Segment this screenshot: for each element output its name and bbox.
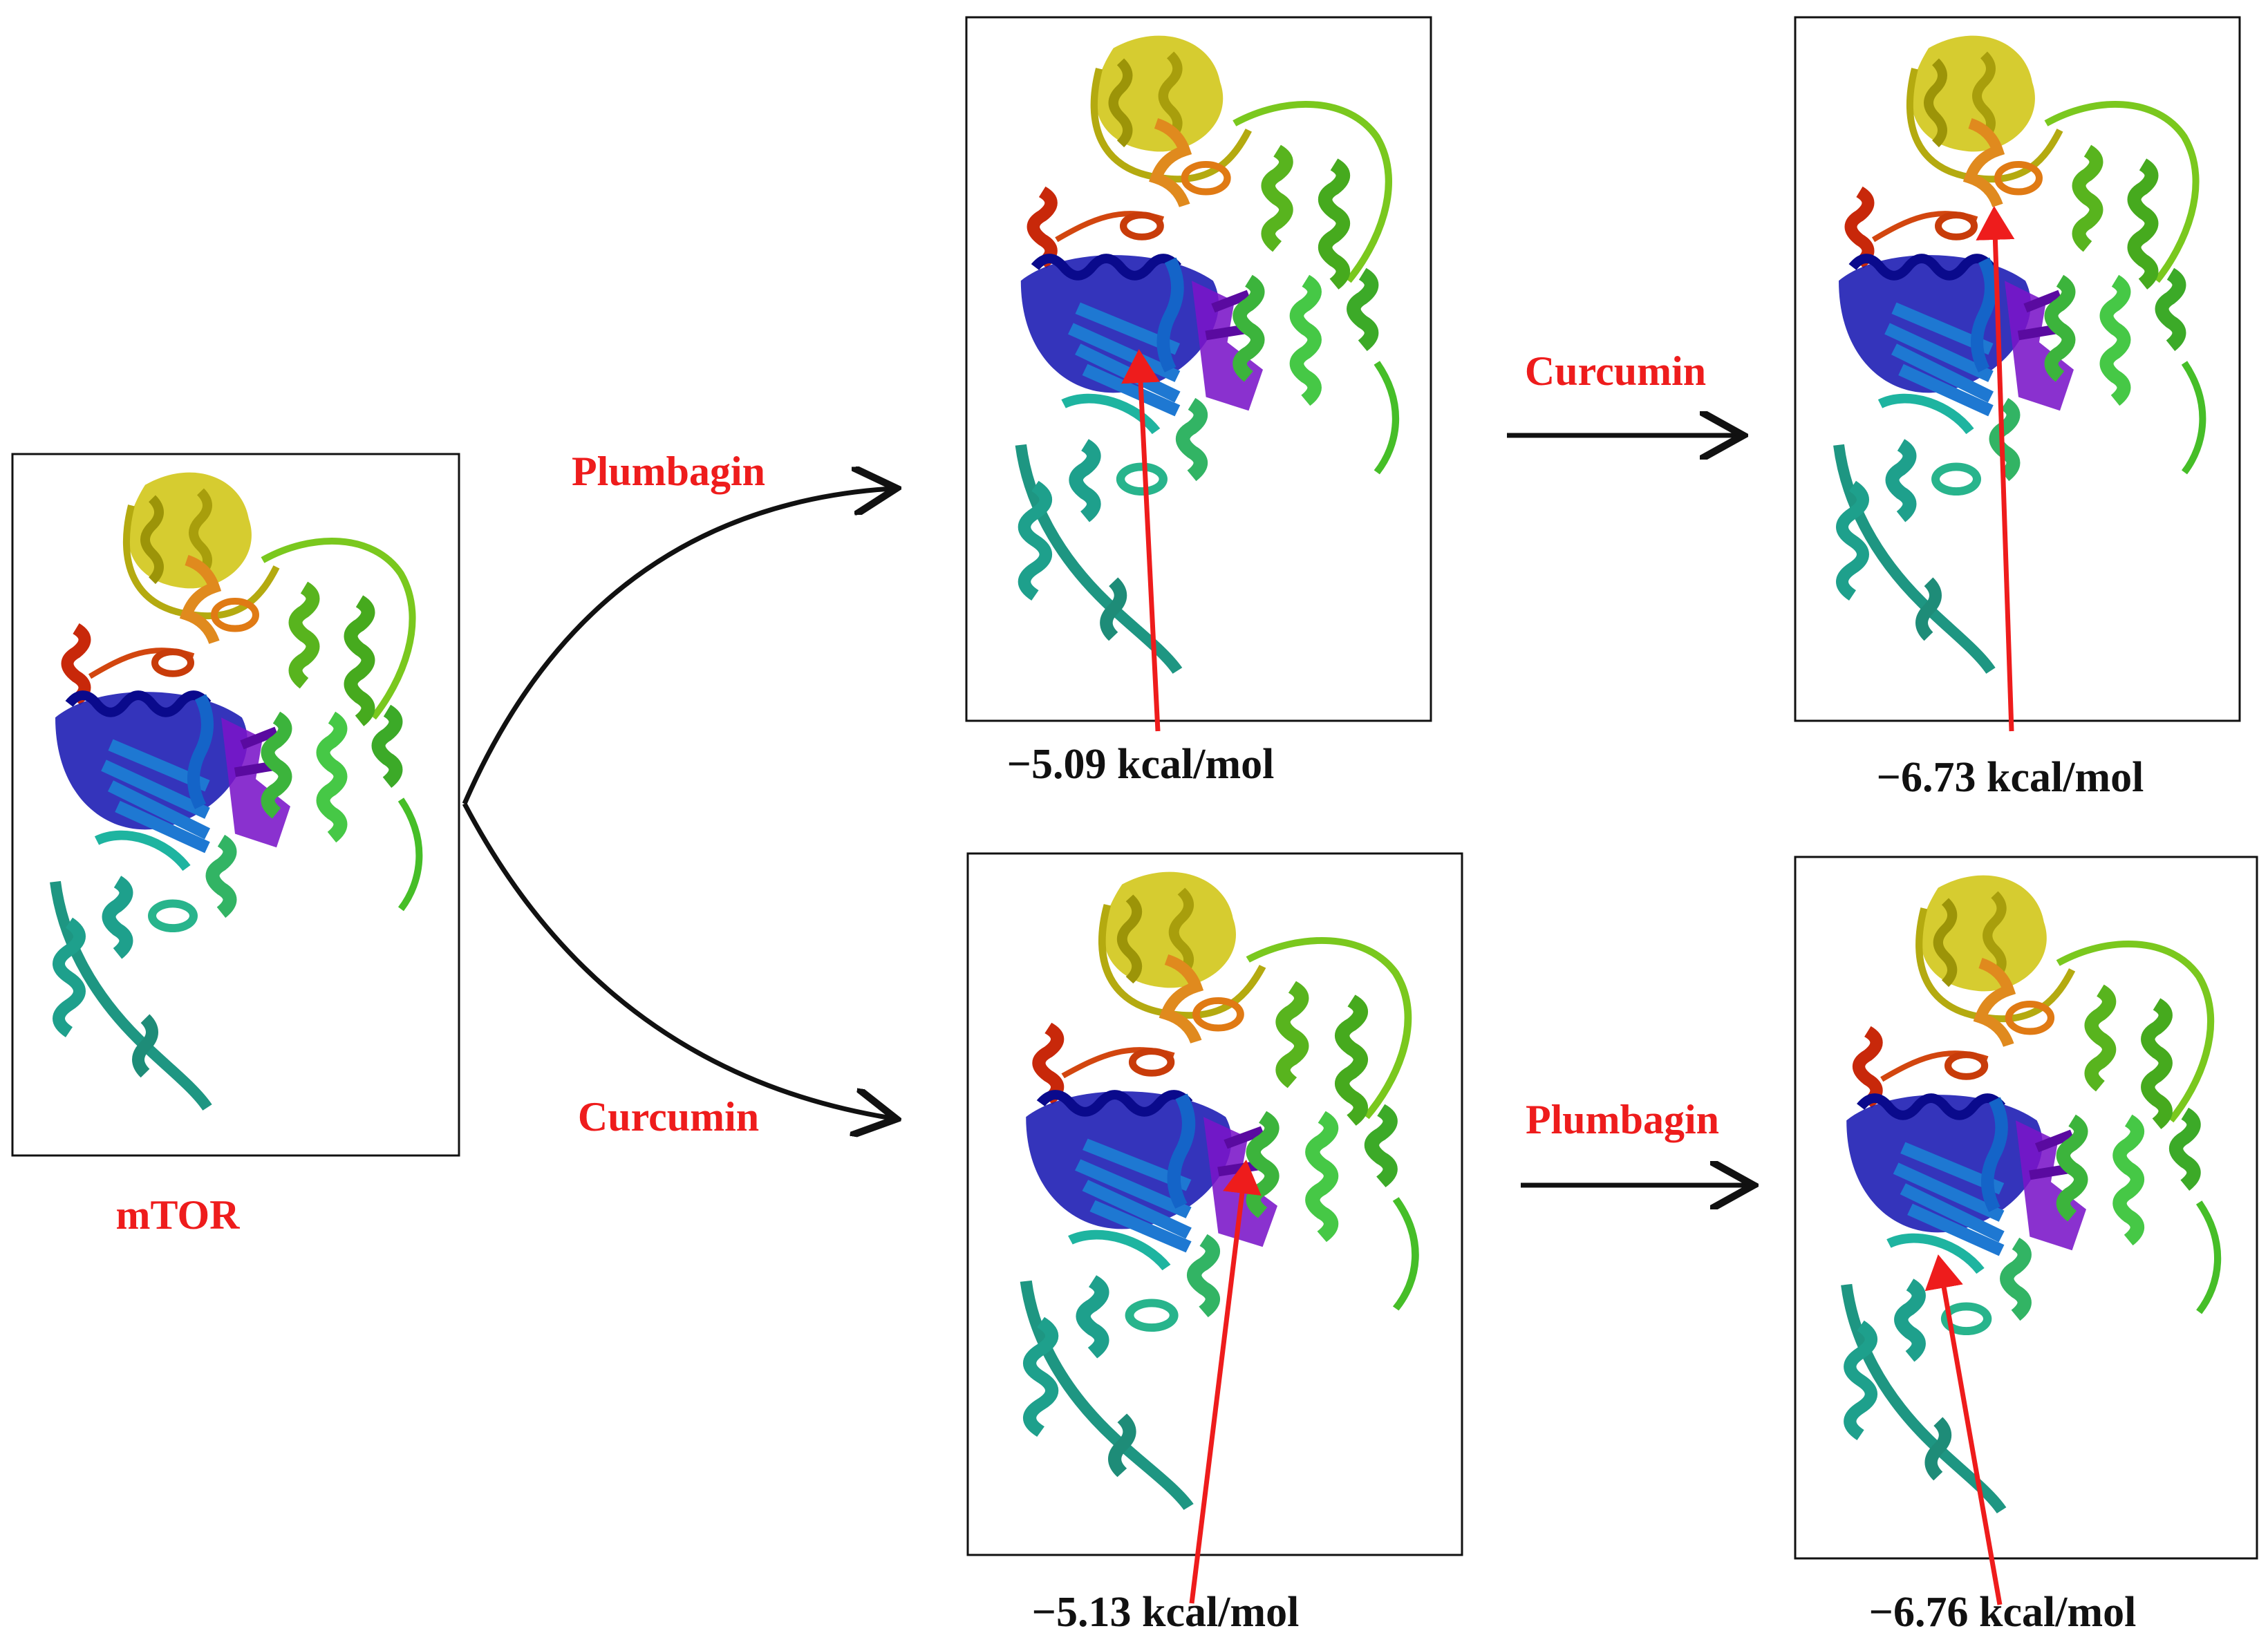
label-mtor: mTOR [115,1192,240,1238]
panel-plumbagin-then-curcumin [1794,16,2241,722]
arrow-to-plumbagin [462,489,892,805]
energy-plumbagin-curcumin: −6.73 kcal/mol [1876,754,2144,801]
label-curcumin-second: Curcumin [1524,348,1707,394]
label-plumbagin-second: Plumbagin [1525,1097,1720,1142]
binding-arrow-plumbagin-curcumin [1976,206,2015,732]
energy-plumbagin: −5.09 kcal/mol [1006,741,1275,788]
panel-mtor [11,453,460,1157]
panel-curcumin-docked [966,852,1463,1556]
arrow-to-curcumin [462,802,892,1118]
binding-arrow-plumbagin [1121,349,1161,732]
energy-curcumin-plumbagin: −6.76 kcal/mol [1868,1589,2137,1636]
panel-plumbagin-docked [965,16,1432,722]
label-plumbagin-first: Plumbagin [571,449,766,494]
panel-curcumin-then-plumbagin [1794,856,2258,1560]
energy-curcumin: −5.13 kcal/mol [1031,1589,1300,1636]
binding-arrow-curcumin-plumbagin [1924,1254,2003,1605]
label-curcumin-first: Curcumin [577,1094,760,1140]
binding-arrow-curcumin [1189,1160,1262,1604]
